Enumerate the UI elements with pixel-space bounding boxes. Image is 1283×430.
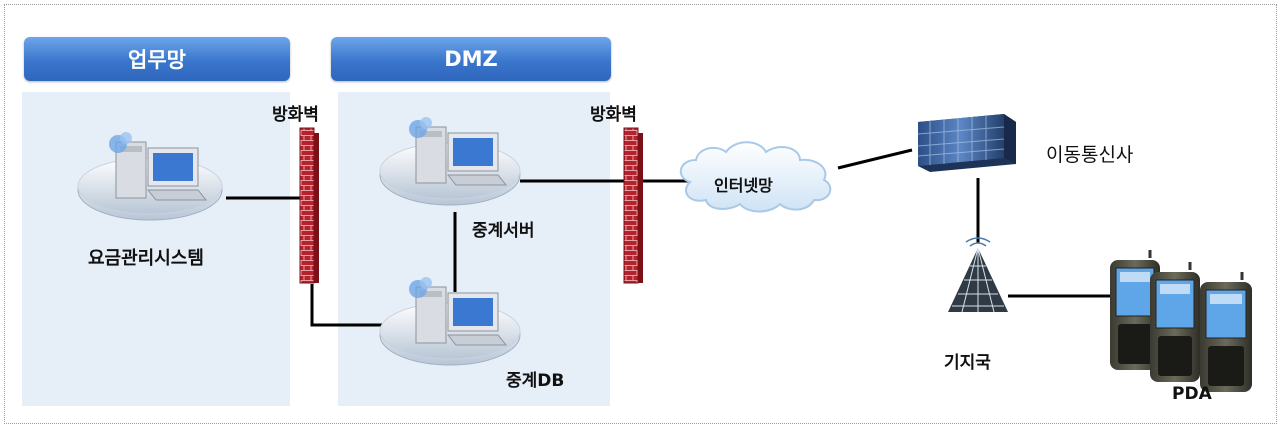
firewall-left-label: 방화벽 <box>272 105 319 125</box>
business-network-header: 업무망 <box>24 37 290 81</box>
internet-cloud-icon <box>680 141 832 213</box>
base-station-tower-icon <box>948 237 1008 313</box>
pda-label: PDA <box>1172 384 1212 404</box>
dmz-header: DMZ <box>331 37 611 81</box>
firewall-right-label: 방화벽 <box>590 105 637 125</box>
relay-server-label: 중계서버 <box>472 221 535 241</box>
business-network-zone <box>22 92 290 406</box>
dmz-title: DMZ <box>444 47 498 71</box>
connection-lines <box>226 148 1115 327</box>
relay-db-computer-icon <box>379 277 521 366</box>
firewall-right <box>623 127 643 284</box>
internet-label: 인터넷망 <box>714 176 773 195</box>
pda-device-icon-3 <box>1200 272 1252 392</box>
firewall-left <box>299 127 319 284</box>
pda-device-icon-2 <box>1150 262 1200 382</box>
relay-db-label: 중계DB <box>506 371 565 391</box>
billing-system-computer-icon <box>77 132 223 221</box>
diagram-frame <box>4 4 1277 424</box>
billing-system-label: 요금관리시스템 <box>88 248 204 269</box>
business-network-title: 업무망 <box>128 48 186 72</box>
base-station-label: 기지국 <box>944 353 991 373</box>
pda-device-icon-1 <box>1110 250 1160 370</box>
carrier-building-icon <box>917 114 1016 172</box>
carrier-label: 이동통신사 <box>1046 144 1134 166</box>
relay-server-computer-icon <box>379 117 521 206</box>
